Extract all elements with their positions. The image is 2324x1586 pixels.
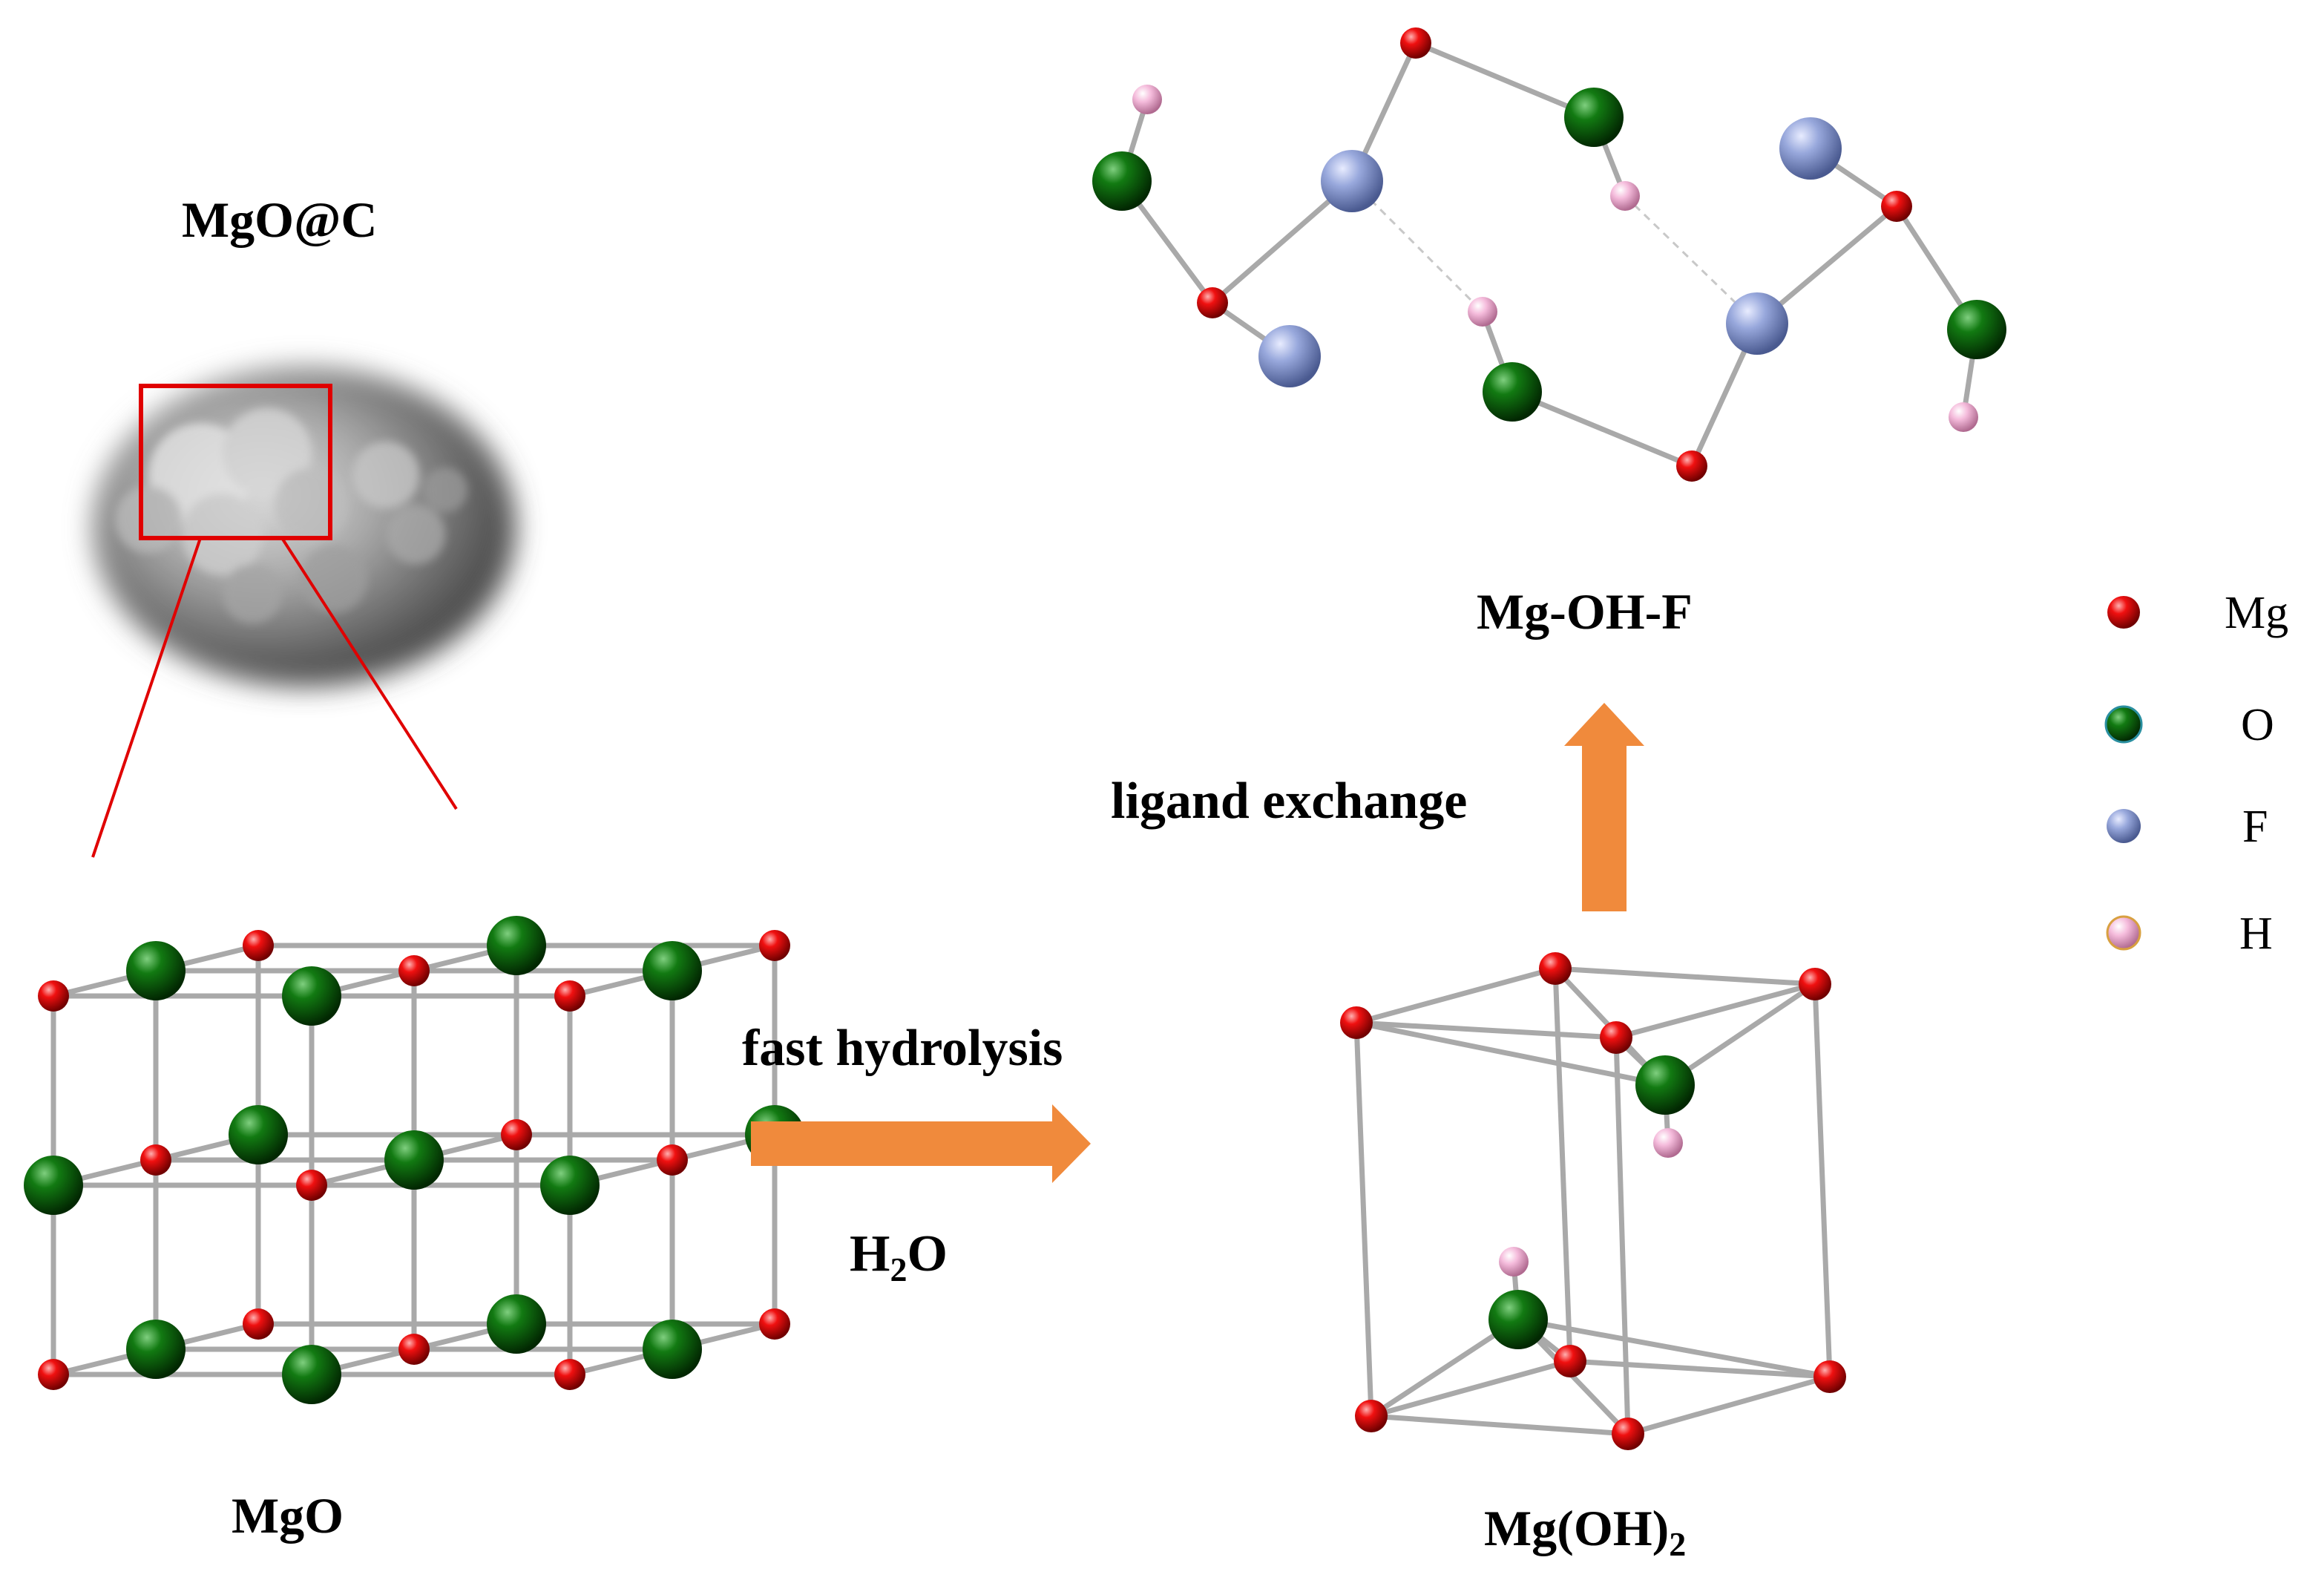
h2o-label: H2O: [850, 1225, 948, 1288]
legend: [2104, 596, 2143, 951]
ligand-exchange-arrow: [1564, 703, 1644, 911]
legend-label-o: O: [2241, 700, 2274, 750]
cell-edge: [1613, 981, 1818, 1041]
mg-atom: [554, 1359, 585, 1390]
mg-atom: [398, 1334, 430, 1365]
mg-atom: [1612, 1418, 1644, 1450]
o-atom: [1483, 362, 1542, 422]
green-atom-icon: [2104, 705, 2143, 744]
o-atom: [643, 1320, 702, 1379]
zoom-line-left: [91, 537, 202, 858]
legend-label-h: H: [2239, 908, 2273, 959]
f-atom: [1258, 325, 1321, 387]
f-atom: [1726, 292, 1788, 355]
mgo-label: MgO: [232, 1487, 344, 1544]
oh-bond: [1662, 981, 1818, 1088]
o-atom: [384, 1130, 444, 1190]
o-atom: [126, 941, 186, 1000]
mg-atom: [398, 955, 430, 986]
mgo-c-label: MgO@C: [182, 191, 378, 248]
cell-edge: [1353, 1020, 1619, 1041]
legend-label-mg: Mg: [2225, 588, 2289, 638]
zoom-line-right: [280, 537, 458, 810]
oh-bond: [1515, 1317, 1833, 1380]
mg-atom: [759, 1308, 790, 1340]
o-atom: [1092, 151, 1152, 211]
o-atom: [282, 966, 341, 1026]
o-atom: [1635, 1055, 1695, 1115]
cluster-bond: [1509, 389, 1695, 469]
mg-oh-2-unit-cell: [1340, 952, 1846, 1450]
h-atom: [1949, 402, 1978, 432]
mg-atom: [657, 1144, 688, 1176]
cell-edge: [1613, 1035, 1631, 1437]
mg-atom: [1554, 1345, 1586, 1377]
h-atom: [1653, 1128, 1683, 1158]
cell-edge: [1368, 1413, 1631, 1437]
mg-atom: [759, 930, 790, 961]
cell-edge: [1552, 966, 1818, 987]
cell-edge: [1368, 1358, 1573, 1419]
blue-atom-icon: [2107, 809, 2141, 843]
o-atom: [487, 916, 546, 975]
mg-atom: [1539, 952, 1572, 985]
mg-atom: [243, 930, 274, 961]
cell-edge: [1812, 981, 1833, 1380]
mg-atom: [296, 1170, 327, 1201]
o-atom: [282, 1345, 341, 1404]
legend-label-f: F: [2242, 802, 2268, 852]
mg-atom: [1600, 1021, 1632, 1054]
o-atom: [487, 1294, 546, 1354]
mg-atom: [38, 1359, 69, 1390]
o-atom: [1564, 88, 1624, 147]
cell-edge: [1353, 1020, 1374, 1419]
cell-edge: [1567, 1358, 1833, 1380]
mg-atom: [38, 980, 69, 1012]
mg-atom: [140, 1144, 171, 1176]
f-atom: [1321, 150, 1383, 212]
mg-atom: [1400, 27, 1431, 59]
mg-atom: [1676, 450, 1707, 482]
o-atom: [1488, 1290, 1548, 1349]
pink-atom-icon: [2106, 915, 2141, 951]
h-atom: [1610, 181, 1640, 211]
mg-oh-2-label: Mg(OH)2: [1484, 1500, 1687, 1563]
cluster-bond: [1413, 40, 1597, 120]
mg-atom: [1799, 968, 1831, 1000]
o-atom: [643, 941, 702, 1000]
mg-oh-f-cluster: [1092, 27, 2006, 482]
h-atom: [1132, 85, 1162, 114]
mg-atom: [1340, 1006, 1373, 1039]
fast-hydrolysis-label: fast hydrolysis: [742, 1020, 1063, 1077]
o-atom: [229, 1105, 288, 1164]
cell-edge: [1625, 1374, 1833, 1437]
red-atom-icon: [2107, 596, 2140, 629]
mg-atom: [501, 1119, 532, 1150]
zoom-box: [139, 384, 332, 540]
mg-atom: [1881, 191, 1912, 222]
cell-edge: [1552, 966, 1573, 1364]
oh-bond: [1353, 1020, 1668, 1088]
mg-atom: [1813, 1360, 1846, 1393]
mg-atom: [554, 980, 585, 1012]
o-atom: [1947, 300, 2006, 359]
hydrolysis-arrow: [751, 1104, 1091, 1183]
mg-atom: [1355, 1400, 1388, 1432]
o-atom: [24, 1156, 83, 1215]
h-atom: [1468, 297, 1497, 327]
h-atom: [1499, 1247, 1529, 1277]
f-atom: [1779, 117, 1842, 180]
o-atom: [126, 1320, 186, 1379]
mg-atom: [243, 1308, 274, 1340]
mg-oh-f-label: Mg-OH-F: [1477, 583, 1693, 640]
mgo-lattice: [24, 916, 804, 1404]
o-atom: [540, 1156, 600, 1215]
ligand-exchange-label: ligand exchange: [1111, 773, 1468, 830]
cell-edge: [1353, 966, 1558, 1026]
mgo-c-particle-image: [93, 367, 516, 686]
mg-atom: [1197, 287, 1228, 318]
